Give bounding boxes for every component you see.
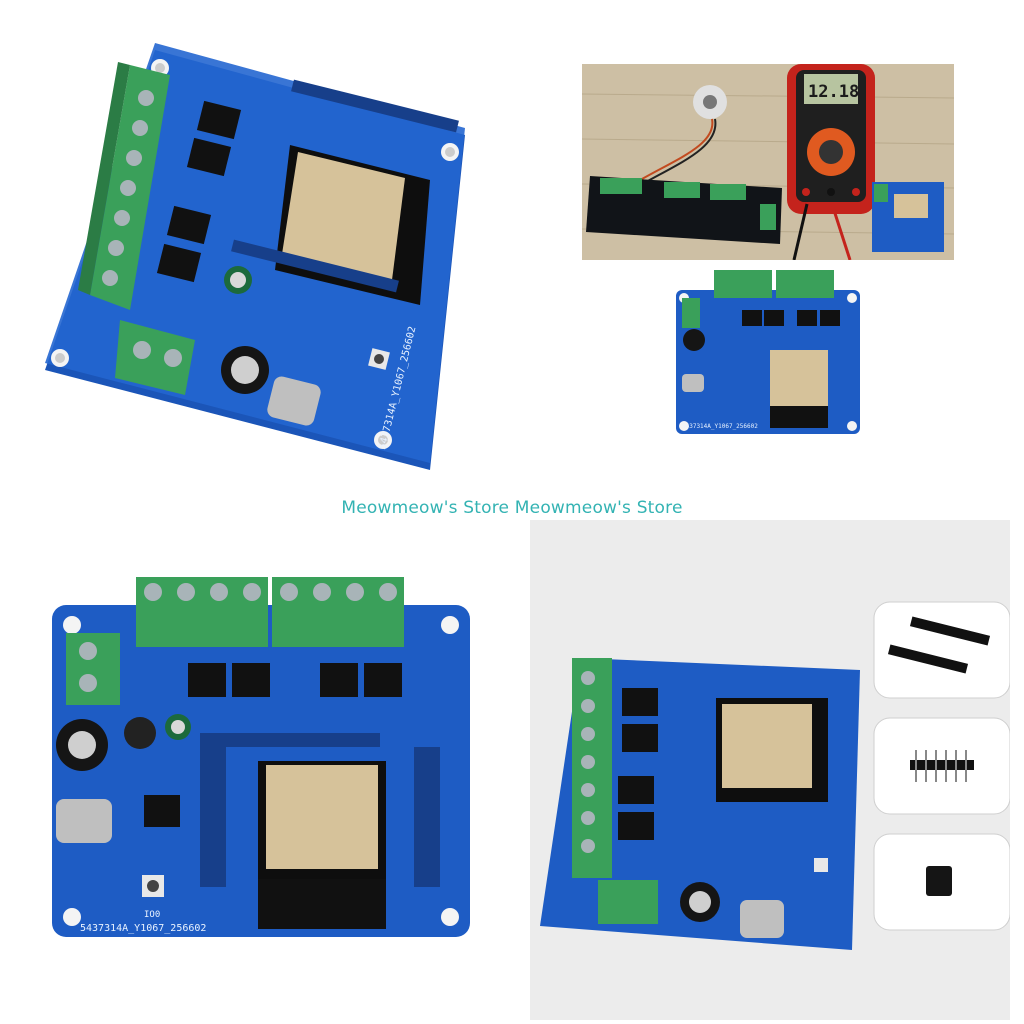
board-serial-text-small: 5437314A_Y1067_256602 xyxy=(682,423,758,430)
board-serial-text-top: 5437314A_Y1067_256602 xyxy=(80,923,206,934)
photo-board-small: 5437314A_Y1067_256602 xyxy=(672,268,868,442)
photo-multimeter-test: 12.18 xyxy=(582,64,954,260)
io0-label: IO0 xyxy=(144,910,160,920)
multimeter: 12.18 xyxy=(787,64,875,214)
terminal-blocks-left xyxy=(78,62,170,310)
photo-board-accessories xyxy=(530,520,1010,1020)
accessory-jumper-cap xyxy=(873,833,1010,931)
multimeter-reading: 12.18 xyxy=(808,82,859,102)
power-terminal xyxy=(115,320,195,395)
usb-c-port-top xyxy=(56,799,112,843)
terminal-blocks-top xyxy=(136,577,404,647)
photo-board-top: IO0 5437314A_Y1067_256602 xyxy=(20,555,510,985)
accessory-pin-header-1x xyxy=(873,717,1010,815)
usb-c-port xyxy=(267,376,321,426)
accessory-pin-headers-2x xyxy=(873,601,1010,699)
store-watermark: Meowmeow's Store Meowmeow's Store xyxy=(341,498,683,518)
photo-board-angled: 5437314A_Y1067_256602 xyxy=(20,40,510,480)
esp32-module-top xyxy=(258,761,386,929)
